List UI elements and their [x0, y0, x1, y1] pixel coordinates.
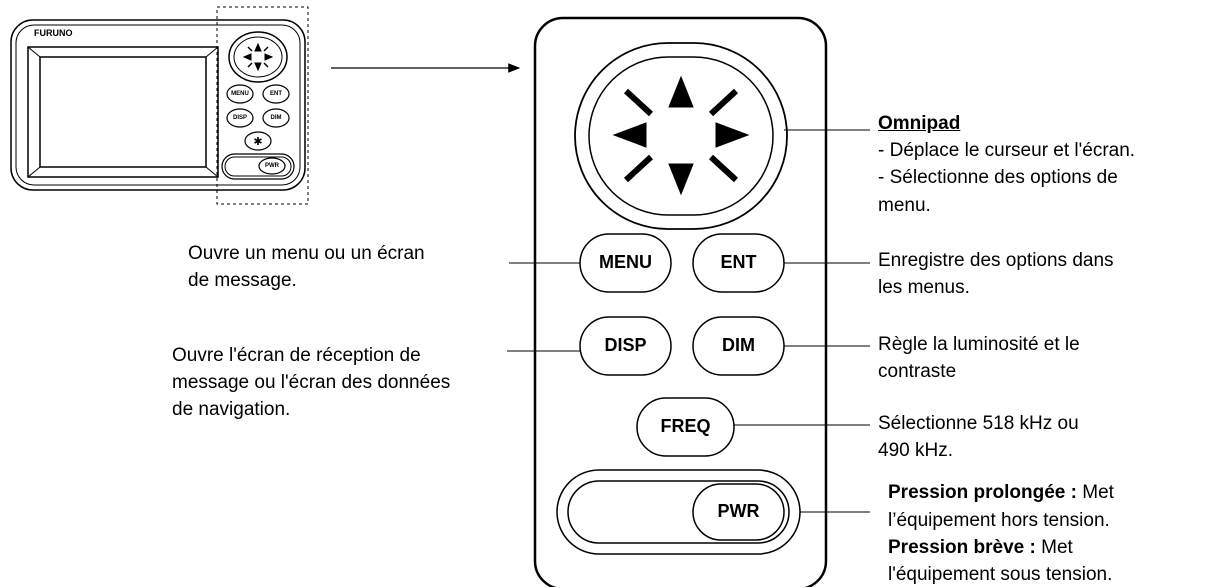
- disp-desc-line-3: de navigation.: [172, 399, 291, 420]
- control-panel: [533, 16, 828, 587]
- brand-logo: FURUNO: [34, 28, 73, 38]
- pwr-button[interactable]: PWR: [717, 501, 760, 521]
- ent-button[interactable]: ENT: [720, 252, 757, 272]
- omnipad-title: Omnipad: [878, 113, 961, 134]
- mini-brightness-icon: ✱: [253, 135, 262, 148]
- disp-button[interactable]: DISP: [604, 335, 647, 355]
- dim-desc-line-2: contraste: [878, 361, 957, 382]
- dim-desc-line-1: Règle la luminosité et le: [878, 334, 1080, 355]
- freq-button-shape: [636, 397, 735, 457]
- menu-desc-line-2: de message.: [188, 270, 297, 291]
- freq-button[interactable]: FREQ: [660, 416, 711, 436]
- menu-button[interactable]: MENU: [599, 252, 652, 272]
- pwr-short-line-2: l'équipement sous tension.: [888, 564, 1113, 585]
- menu-desc-line-1: Ouvre un menu ou un écran: [188, 243, 425, 264]
- disp-desc-line-1: Ouvre l'écran de réception de: [172, 345, 421, 366]
- dim-button[interactable]: DIM: [722, 335, 755, 355]
- freq-desc-line-2: 490 kHz.: [878, 440, 953, 461]
- ent-desc-line-1: Enregistre des options dans: [878, 250, 1114, 271]
- pwr-short-text: Met: [1035, 537, 1073, 558]
- pwr-long-line-2: l’équipement hors tension.: [888, 510, 1110, 531]
- pwr-desc-short: Pression brève : Met: [888, 534, 1073, 561]
- ent-desc-line-2: les menus.: [878, 277, 970, 298]
- mini-ent-label: ENT: [270, 91, 282, 97]
- pwr-long-text: Met: [1076, 482, 1114, 503]
- leader-lines: [507, 129, 870, 513]
- omnipad: [574, 42, 788, 230]
- disp-button-shape: [579, 316, 672, 376]
- mini-direction-arrows-icon: [242, 42, 274, 72]
- omnipad-line-1: - Déplace le curseur et l'écran.: [878, 140, 1136, 161]
- pwr-long-label: Pression prolongée :: [888, 482, 1077, 503]
- omnipad-line-3: menu.: [878, 195, 931, 216]
- device-overview: ✱: [10, 6, 309, 205]
- freq-desc-line-1: Sélectionne 518 kHz ou: [878, 413, 1079, 434]
- pwr-button-shape: [692, 483, 785, 541]
- disp-desc-line-2: message ou l'écran des données: [172, 372, 451, 393]
- omnipad-line-2: - Sélectionne des options de: [878, 167, 1118, 188]
- pwr-short-label: Pression brève :: [888, 537, 1036, 558]
- mini-menu-label: MENU: [231, 91, 249, 97]
- mini-disp-label: DISP: [232, 115, 247, 121]
- mini-pwr-label: PWR: [265, 163, 279, 169]
- omnipad-arrows-icon: [612, 75, 750, 196]
- mini-dim-label: DIM: [270, 115, 282, 121]
- pwr-desc-long: Pression prolongée : Met: [888, 479, 1114, 506]
